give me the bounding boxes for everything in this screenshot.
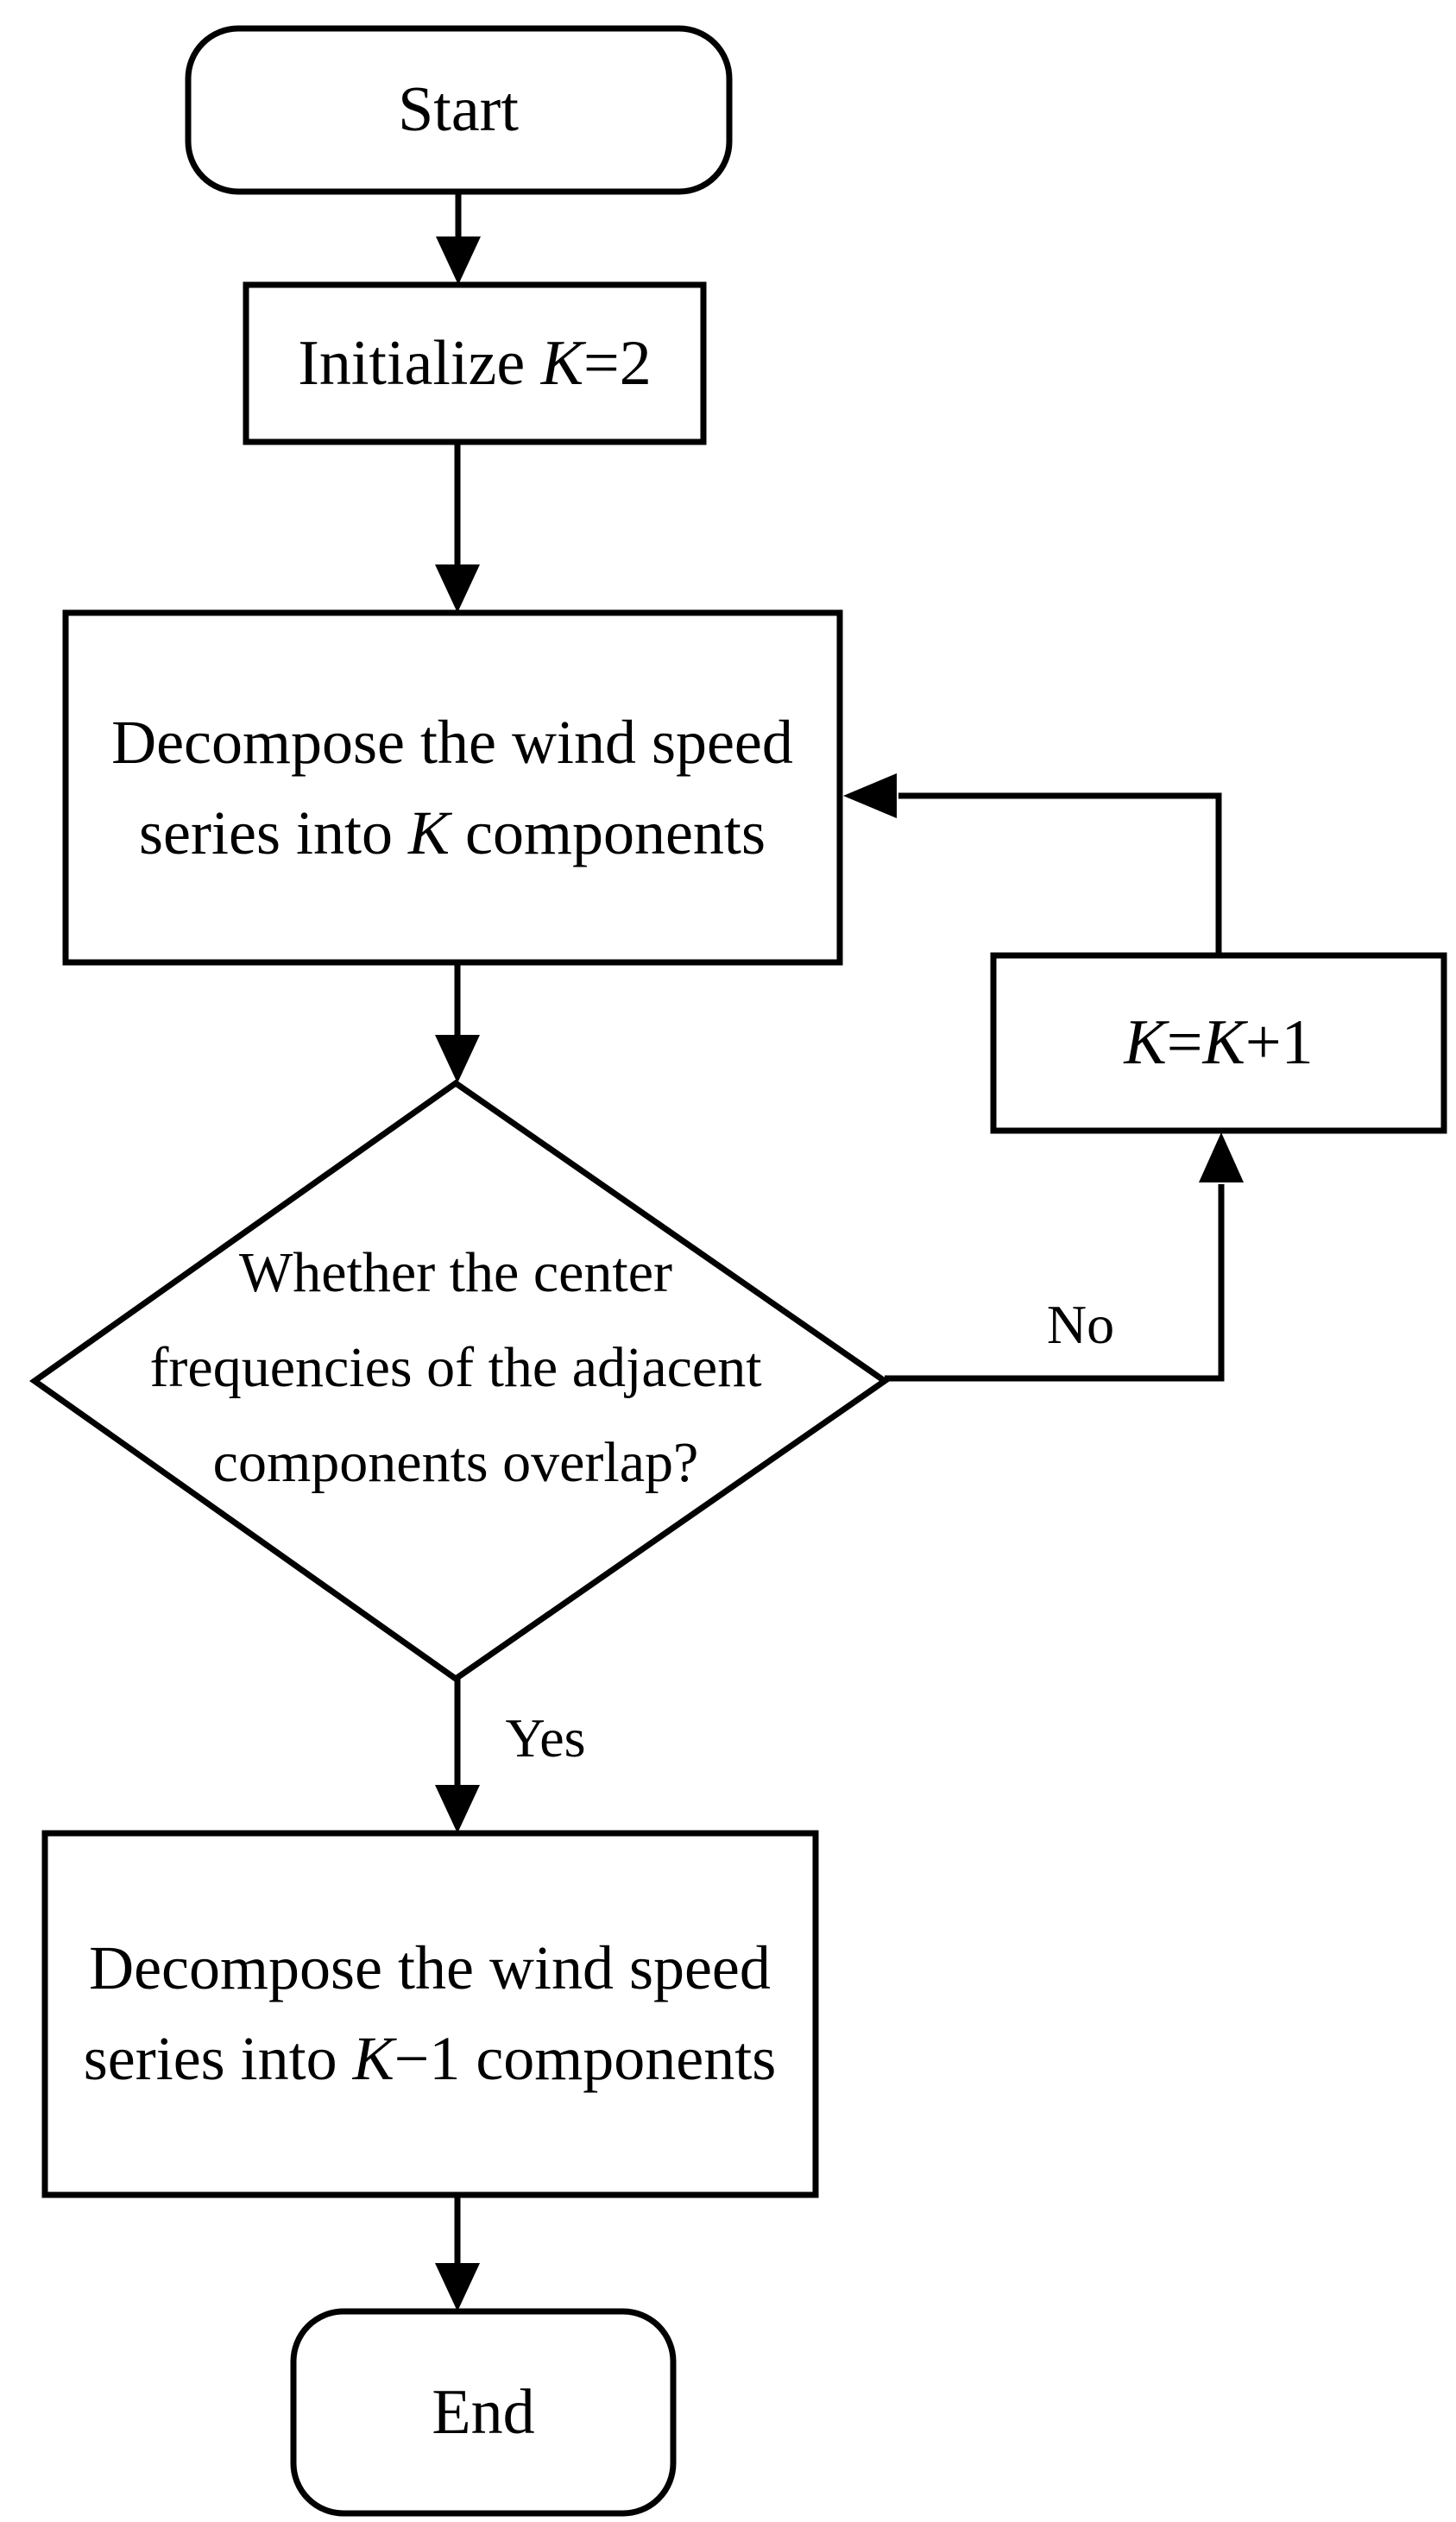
end-node-shape [290,2308,677,2517]
arrowhead-into-decision [435,1035,480,1083]
arrowhead-into-decompose2 [435,1785,480,1833]
increment-k-node-shape [990,952,1447,1134]
edge-no-branch-line [885,1184,1225,1382]
decompose-k-label-line2: series into K components [139,798,766,867]
arrowhead-into-decompose [435,564,480,613]
start-label: Start [398,74,519,145]
decision-label-line3: components overlap? [212,1431,699,1494]
decompose-k-node-shape [62,609,843,966]
arrowhead-into-increment [1199,1132,1244,1182]
arrowhead-into-decompose-right [843,773,897,818]
edge-loop-back-line [898,792,1222,955]
end-label: End [432,2377,535,2448]
arrowhead-into-initialize [436,236,481,285]
no-edge-label: No [1046,1294,1115,1355]
decompose-k-minus-1-label-line1: Decompose the wind speed [89,1933,771,2002]
decompose-k-minus-1-node-shape [41,1830,819,2198]
decision-label-line2: frequencies of the adjacent [149,1336,762,1399]
arrowhead-into-end [435,2263,480,2311]
decompose-k-label-line1: Decompose the wind speed [111,708,793,777]
decompose-k-minus-1-label-line2: series into K−1 components [83,2024,777,2093]
initialize-label: Initialize K=2 [298,328,652,399]
increment-k-label: K=K+1 [1124,1007,1314,1078]
decision-label-line1: Whether the center [238,1241,673,1304]
initialize-node-shape [243,281,707,445]
yes-edge-label: Yes [505,1707,586,1769]
